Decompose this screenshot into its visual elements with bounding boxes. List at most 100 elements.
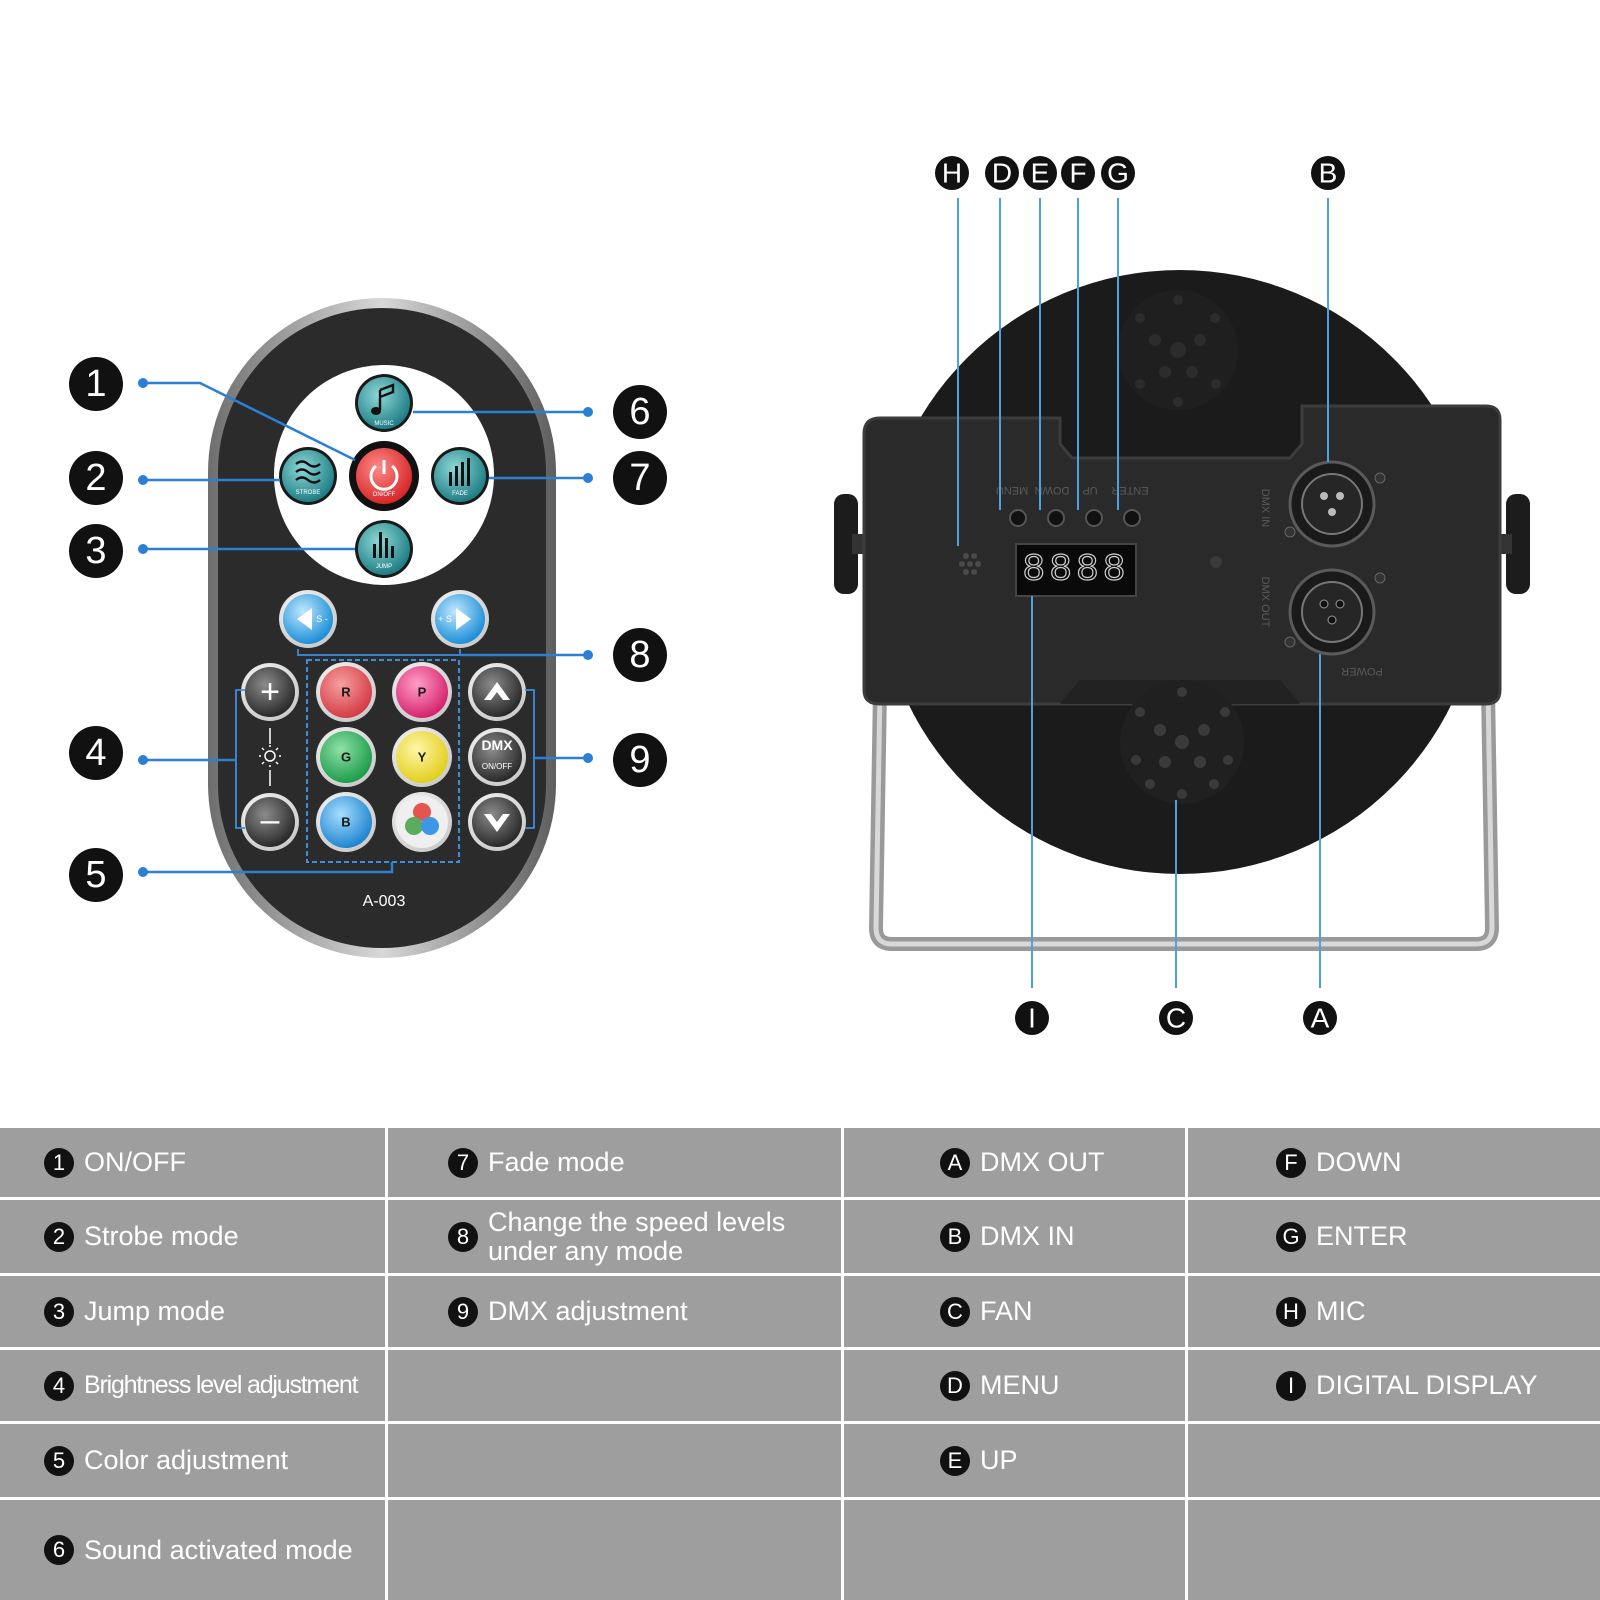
speed-down-button[interactable]: S - — [279, 590, 337, 648]
svg-text:1: 1 — [85, 363, 106, 405]
legend-key: G — [1276, 1221, 1306, 1252]
svg-text:G: G — [1107, 158, 1129, 189]
up-panel-button[interactable] — [1047, 509, 1065, 527]
jump-button-label: JUMP — [376, 564, 392, 570]
enter-panel-button[interactable] — [1123, 509, 1141, 527]
legend-text: DMX IN — [980, 1221, 1075, 1252]
legend-key: A — [940, 1147, 970, 1178]
legend-key: 1 — [44, 1147, 74, 1178]
color-p-label: P — [418, 685, 427, 700]
down-arrow-icon — [484, 814, 510, 832]
color-y-button[interactable]: Y — [392, 727, 452, 787]
color-rgb-button[interactable] — [392, 792, 452, 852]
color-r-label: R — [341, 685, 351, 700]
legend-key: E — [940, 1445, 970, 1476]
legend-key: 6 — [44, 1535, 74, 1565]
display-digits: 8888 — [1022, 549, 1129, 592]
svg-text:4: 4 — [85, 732, 106, 774]
legend-key: 3 — [44, 1296, 74, 1327]
top-vent — [1118, 290, 1238, 410]
callout-G: G — [1101, 156, 1135, 190]
legend-cell-empty — [1188, 1424, 1600, 1500]
color-r-button[interactable]: R — [316, 662, 376, 722]
legend-key: H — [1276, 1296, 1306, 1327]
callout-A: A — [1303, 1001, 1337, 1035]
legend-key: 2 — [44, 1221, 74, 1252]
svg-text:C: C — [1166, 1003, 1186, 1034]
color-g-label: G — [341, 750, 351, 765]
jump-button[interactable]: JUMP — [355, 520, 413, 578]
legend-key: D — [940, 1370, 970, 1401]
svg-text:B: B — [1319, 158, 1338, 189]
svg-text:H: H — [942, 158, 962, 189]
svg-text:5: 5 — [85, 854, 106, 896]
svg-text:DOWN: DOWN — [1035, 484, 1070, 496]
legend-cell-empty — [1188, 1500, 1600, 1600]
svg-text:E: E — [1031, 158, 1050, 189]
speed-up-button[interactable]: + S — [431, 590, 489, 648]
light-leader-lines — [957, 198, 1329, 988]
brightness-down-button[interactable]: – — [241, 793, 299, 851]
callout-7: 7 — [613, 451, 667, 505]
dmx-button[interactable]: DMX ON/OFF — [468, 728, 526, 786]
music-button[interactable]: MUSIC — [355, 374, 413, 432]
dmx-out-connector[interactable] — [1284, 568, 1386, 656]
legend-cell: 7 Fade mode — [388, 1128, 844, 1200]
legend-cell: 2 Strobe mode — [0, 1200, 388, 1276]
legend-cell-empty — [844, 1500, 1188, 1600]
color-g-button[interactable]: G — [316, 727, 376, 787]
strobe-button-label: STROBE — [296, 490, 321, 496]
right-knob[interactable] — [1506, 494, 1530, 594]
bars-fade-icon — [449, 458, 470, 486]
dmx-in-connector[interactable] — [1284, 460, 1386, 548]
menu-panel-button[interactable] — [1009, 509, 1027, 527]
strobe-button[interactable]: STROBE — [279, 447, 337, 505]
callout-I: I — [1015, 1001, 1049, 1035]
remote-control: MUSIC STROBE ON/OFF FADE — [208, 298, 556, 958]
legend-text: Change the speed levels under any mode — [488, 1207, 786, 1266]
speed-up-label: + S — [438, 614, 452, 624]
legend-cell-empty — [388, 1500, 844, 1600]
legend-text: UP — [980, 1445, 1018, 1476]
fade-button[interactable]: FADE — [431, 447, 489, 505]
svg-text:8: 8 — [629, 634, 650, 676]
panel-buttons — [1009, 509, 1141, 527]
color-b-button[interactable]: B — [316, 792, 376, 852]
music-note-icon — [371, 383, 395, 415]
svg-text:7: 7 — [629, 457, 650, 499]
callout-D: D — [985, 156, 1019, 190]
color-group-bracket — [306, 659, 460, 863]
plus-icon: + — [260, 673, 280, 711]
svg-text:UP: UP — [1082, 484, 1097, 496]
legend-key: 5 — [44, 1445, 74, 1476]
remote-model-label: A-003 — [363, 893, 406, 910]
brightness-up-button[interactable]: + — [241, 663, 299, 721]
speed-bracket — [297, 649, 461, 656]
legend-text: Strobe mode — [84, 1221, 239, 1252]
power-button[interactable]: ON/OFF — [349, 441, 419, 511]
ir-sensor — [1210, 556, 1222, 568]
legend-key: 7 — [448, 1147, 478, 1178]
color-p-button[interactable]: P — [392, 662, 452, 722]
brightness-icon — [259, 728, 281, 786]
callout-9: 9 — [613, 733, 667, 787]
callout-3: 3 — [69, 524, 123, 578]
legend-text: DOWN — [1316, 1147, 1402, 1178]
remote-leader-lines — [138, 378, 593, 877]
svg-text:MENU: MENU — [996, 484, 1028, 496]
left-knob[interactable] — [834, 494, 858, 594]
svg-text:2: 2 — [85, 457, 106, 499]
legend-text: Fade mode — [488, 1147, 625, 1178]
up-button[interactable] — [468, 663, 526, 721]
down-button[interactable] — [468, 793, 526, 851]
down-panel-button[interactable] — [1085, 509, 1103, 527]
dmx-button-sublabel: ON/OFF — [482, 762, 512, 771]
